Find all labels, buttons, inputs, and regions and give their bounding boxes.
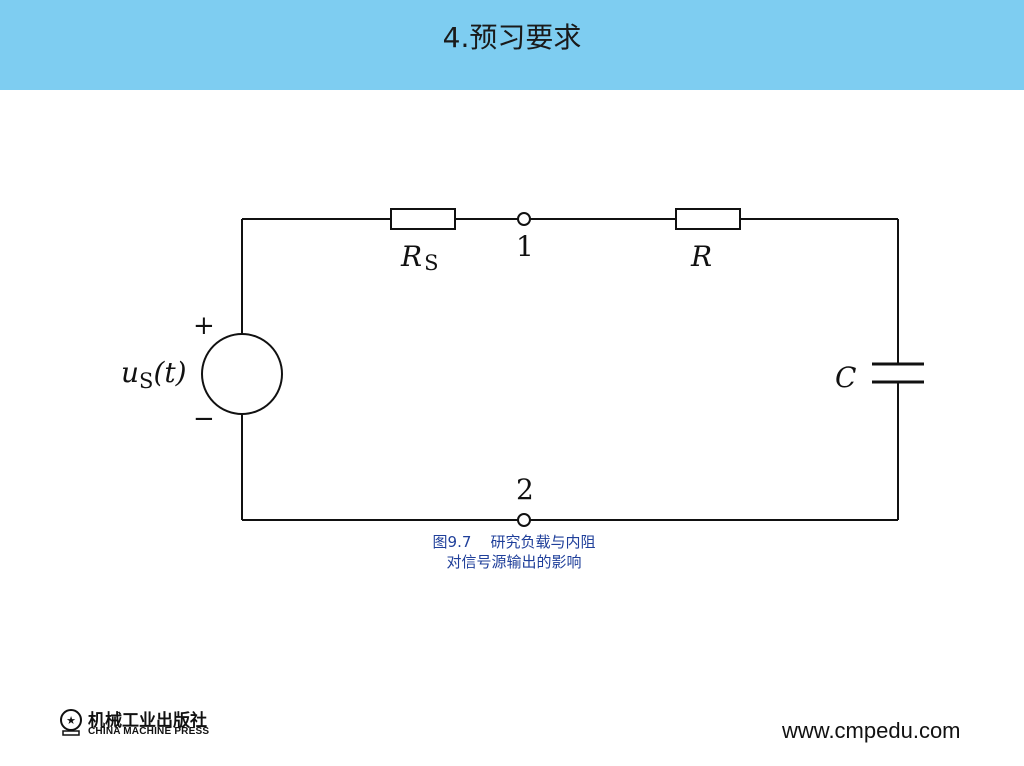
svg-text:★: ★ xyxy=(66,714,76,727)
website-url: www.cmpedu.com xyxy=(782,718,961,743)
r-label: R xyxy=(690,240,712,273)
voltage-source xyxy=(201,333,283,415)
figure-caption: 图9.7 研究负载与内阻 对信号源输出的影响 xyxy=(360,532,668,572)
minus-sign: − xyxy=(193,404,215,434)
node-2-label: 2 xyxy=(516,473,534,506)
slide-title: 4.预习要求 xyxy=(442,21,582,54)
terminal-node-1 xyxy=(517,212,531,226)
terminal-node-2 xyxy=(517,513,531,527)
caption-line-1: 图9.7 研究负载与内阻 xyxy=(432,533,596,551)
caption-line-2: 对信号源输出的影响 xyxy=(446,553,582,571)
publisher-name-en: CHINA MACHINE PRESS xyxy=(88,726,210,737)
plus-sign: + xyxy=(193,311,215,341)
publisher-emblem-icon: ★ xyxy=(60,709,82,736)
rs-label: RS xyxy=(400,240,438,275)
header-bar: 4.预习要求 xyxy=(0,0,1024,90)
publisher-logo: ★ 机械工业出版社 CHINA MACHINE PRESS xyxy=(58,706,258,740)
c-label: C xyxy=(835,361,856,394)
publisher-name-cn: 机械工业出版社 xyxy=(88,711,207,731)
node-1-label: 1 xyxy=(516,230,534,263)
resistor-rs xyxy=(390,208,456,230)
source-label: uS(t) xyxy=(121,356,187,393)
resistor-r xyxy=(675,208,741,230)
